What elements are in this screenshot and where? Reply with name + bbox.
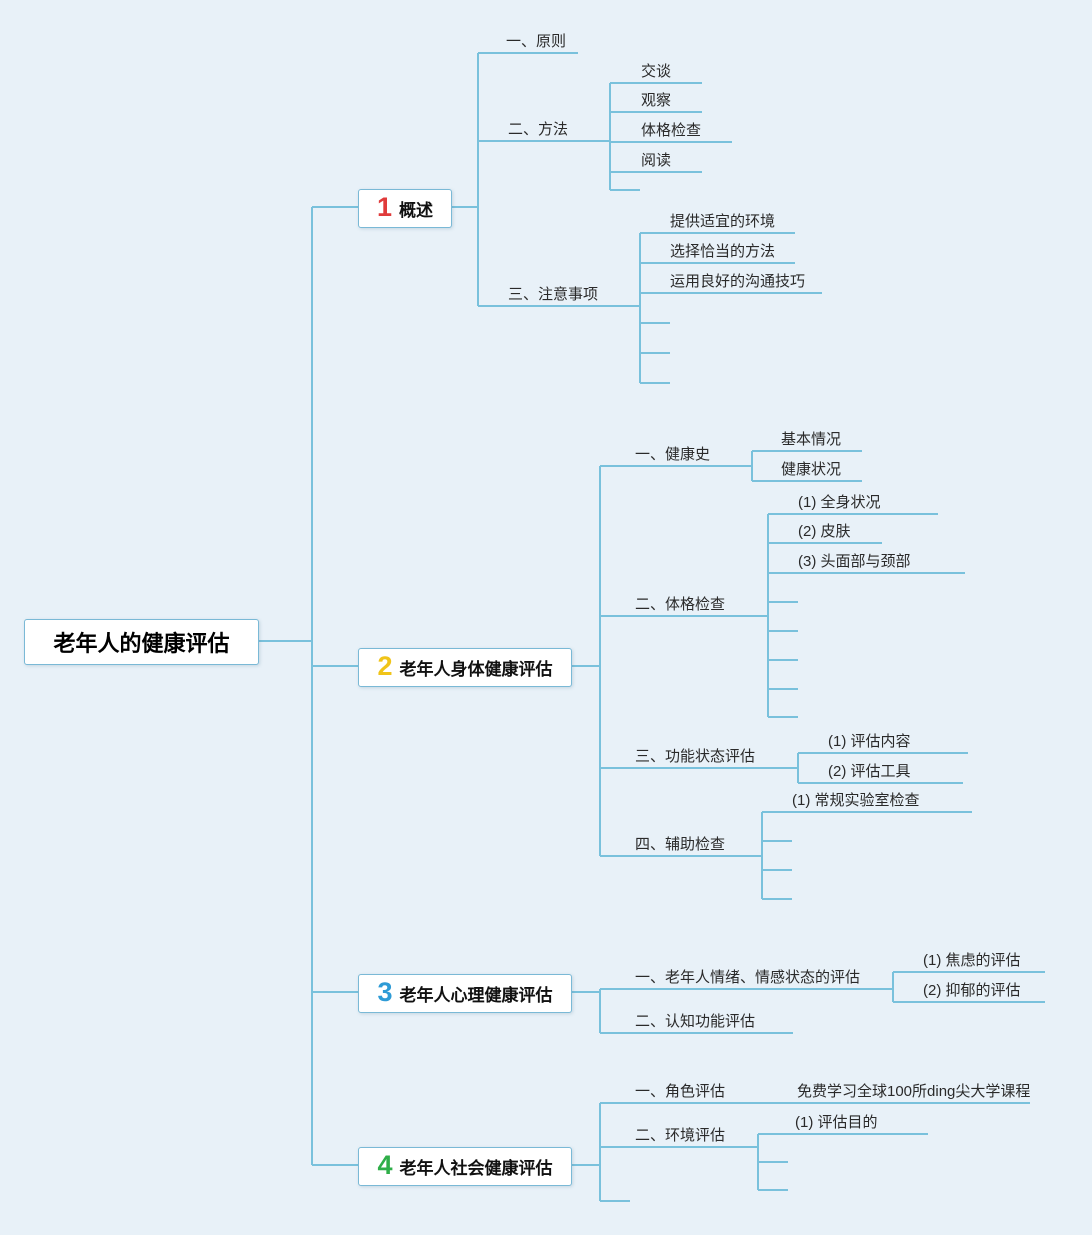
topic-assessment-purpose[interactable]: (1) 评估目的 xyxy=(795,1114,878,1131)
root-label: 老年人的健康评估 xyxy=(53,631,230,656)
topic-depression-assessment[interactable]: (2) 抑郁的评估 xyxy=(923,982,1021,999)
branch1-lines xyxy=(450,52,822,384)
topic-suitable-environment[interactable]: 提供适宜的环境 xyxy=(670,213,776,230)
topic-health-history[interactable]: 一、健康史 xyxy=(635,446,711,463)
topic-assessment-tools[interactable]: (2) 评估工具 xyxy=(828,763,911,780)
branch-overview[interactable]: 1 概述 xyxy=(358,189,452,228)
watermark-text: 免费学习全球100所ding尖大学课程 xyxy=(797,1083,1031,1100)
topic-auxiliary-exam[interactable]: 四、辅助检查 xyxy=(635,836,726,853)
topic-general-condition[interactable]: (1) 全身状况 xyxy=(798,494,881,511)
branch2-label: 老年人身体健康评估 xyxy=(399,660,553,679)
topic-methods[interactable]: 二、方法 xyxy=(508,121,569,138)
topic-precautions[interactable]: 三、注意事项 xyxy=(508,286,599,303)
branch2-number: 2 xyxy=(377,651,393,681)
topic-cognitive-assessment[interactable]: 二、认知功能评估 xyxy=(635,1013,756,1030)
branch1-number: 1 xyxy=(376,192,393,222)
branch2-lines xyxy=(570,450,972,900)
topic-assessment-content[interactable]: (1) 评估内容 xyxy=(828,733,911,750)
topic-role-assessment[interactable]: 一、角色评估 xyxy=(635,1083,726,1100)
trunk-lines xyxy=(257,206,358,1166)
branch1-label: 概述 xyxy=(399,201,434,220)
topic-routine-lab-tests[interactable]: (1) 常规实验室检查 xyxy=(792,792,920,809)
branch4-lines xyxy=(570,1102,1030,1202)
topic-conversation[interactable]: 交谈 xyxy=(641,63,672,80)
topic-skin[interactable]: (2) 皮肤 xyxy=(798,523,851,540)
topic-principles[interactable]: 一、原则 xyxy=(506,33,567,50)
branch4-label: 老年人社会健康评估 xyxy=(399,1159,553,1178)
topic-head-face-neck[interactable]: (3) 头面部与颈部 xyxy=(798,553,911,570)
topic-reading[interactable]: 阅读 xyxy=(641,152,672,169)
branch3-label: 老年人心理健康评估 xyxy=(399,986,553,1005)
topic-health-status[interactable]: 健康状况 xyxy=(781,461,842,478)
topic-communication-skills[interactable]: 运用良好的沟通技巧 xyxy=(670,273,806,290)
root-topic[interactable]: 老年人的健康评估 xyxy=(24,619,259,665)
topic-environment-assessment[interactable]: 二、环境评估 xyxy=(635,1127,726,1144)
topic-observation[interactable]: 观察 xyxy=(641,92,672,109)
branch4-number: 4 xyxy=(377,1150,393,1180)
topic-functional-status[interactable]: 三、功能状态评估 xyxy=(635,748,756,765)
topic-emotion-assessment[interactable]: 一、老年人情绪、情感状态的评估 xyxy=(635,969,861,986)
topic-physical-examination[interactable]: 二、体格检查 xyxy=(635,596,726,613)
branch3-number: 3 xyxy=(377,977,393,1007)
topic-basic-info[interactable]: 基本情况 xyxy=(781,431,842,448)
topic-physical-check[interactable]: 体格检查 xyxy=(641,122,702,139)
branch-physical-health-assessment[interactable]: 2 老年人身体健康评估 xyxy=(358,648,572,687)
topic-anxiety-assessment[interactable]: (1) 焦虑的评估 xyxy=(923,952,1021,969)
topic-appropriate-method[interactable]: 选择恰当的方法 xyxy=(670,243,776,260)
branch-social-health-assessment[interactable]: 4 老年人社会健康评估 xyxy=(358,1147,572,1186)
branch-mental-health-assessment[interactable]: 3 老年人心理健康评估 xyxy=(358,974,572,1013)
branch3-lines xyxy=(570,971,1045,1034)
